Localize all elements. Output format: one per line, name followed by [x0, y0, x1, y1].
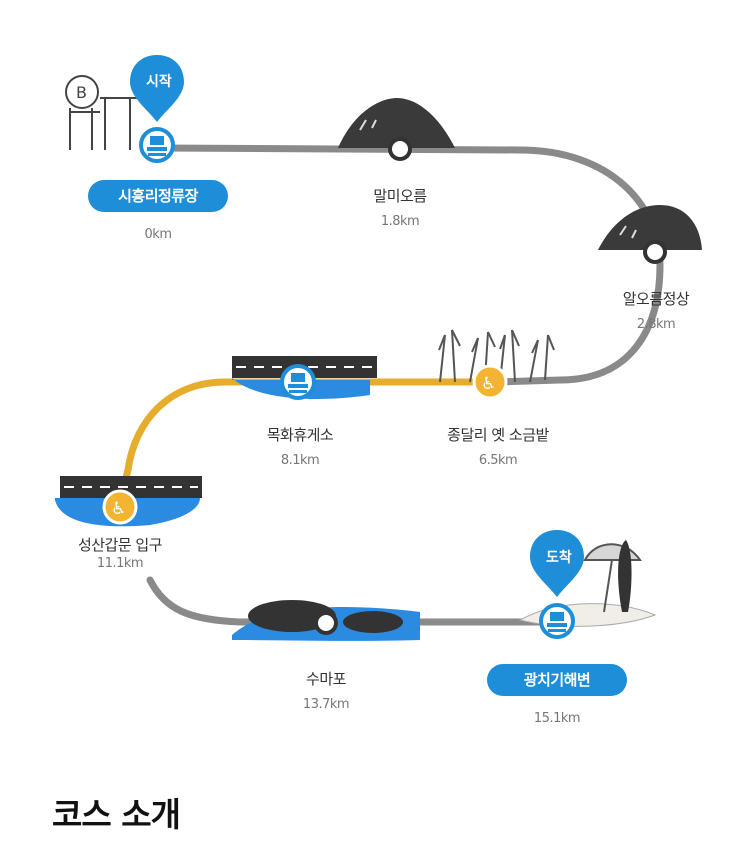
start-marker-label: 시작 [146, 73, 172, 90]
stop-distance: 15.1km [533, 711, 581, 726]
hill-illustration [338, 97, 455, 148]
svg-text:♿: ♿ [481, 374, 496, 394]
course-route-map: B 시작 [55, 55, 702, 641]
section-title: 코스 소개 [52, 795, 181, 834]
waypoint-dot-icon [643, 240, 667, 264]
stop-distance: 8.1km [280, 453, 320, 468]
hill-illustration [598, 205, 702, 250]
stop-label: 알오름정상 [622, 290, 690, 308]
stop-distance: 0km [144, 227, 172, 242]
wheelchair-icon: ♿ [102, 489, 138, 525]
stop-label: 종달리 옛 소금밭 [447, 426, 549, 444]
start-pin-marker: 시작 [130, 55, 184, 122]
stop-label: 말미오름 [373, 187, 427, 205]
stop-distance: 11.1km [96, 556, 144, 571]
stop-label: 성산갑문 입구 [77, 536, 163, 554]
stop-label-end: 광치기해변 [487, 664, 627, 696]
bus-stop-illustration: B [65, 75, 150, 150]
stop-label: 목화휴게소 [266, 426, 334, 444]
svg-text:B: B [76, 83, 87, 102]
wheelchair-icon: ♿ [472, 364, 508, 400]
bus-stop-icon [539, 603, 575, 639]
reeds-illustration [438, 329, 555, 383]
stop-distance: 2.8km [636, 317, 676, 332]
waypoint-dot-icon [388, 137, 412, 161]
end-pin-marker: 도착 [530, 530, 584, 597]
end-marker-label: 도착 [546, 549, 572, 566]
stop-label: 수마포 [306, 670, 346, 688]
rest-area-icon [280, 364, 316, 400]
waypoint-dot-icon [314, 611, 338, 635]
stop-distance: 13.7km [302, 697, 350, 712]
bus-stop-icon [139, 127, 175, 163]
stop-distance: 1.8km [380, 214, 420, 229]
stop-label-start: 시흥리정류장 [88, 180, 228, 212]
route-path-highlight [114, 378, 499, 512]
route-path-gray-upper [156, 144, 664, 386]
route-path-gray-lower [146, 576, 559, 626]
svg-text:♿: ♿ [111, 499, 126, 519]
stop-distance: 6.5km [478, 453, 518, 468]
